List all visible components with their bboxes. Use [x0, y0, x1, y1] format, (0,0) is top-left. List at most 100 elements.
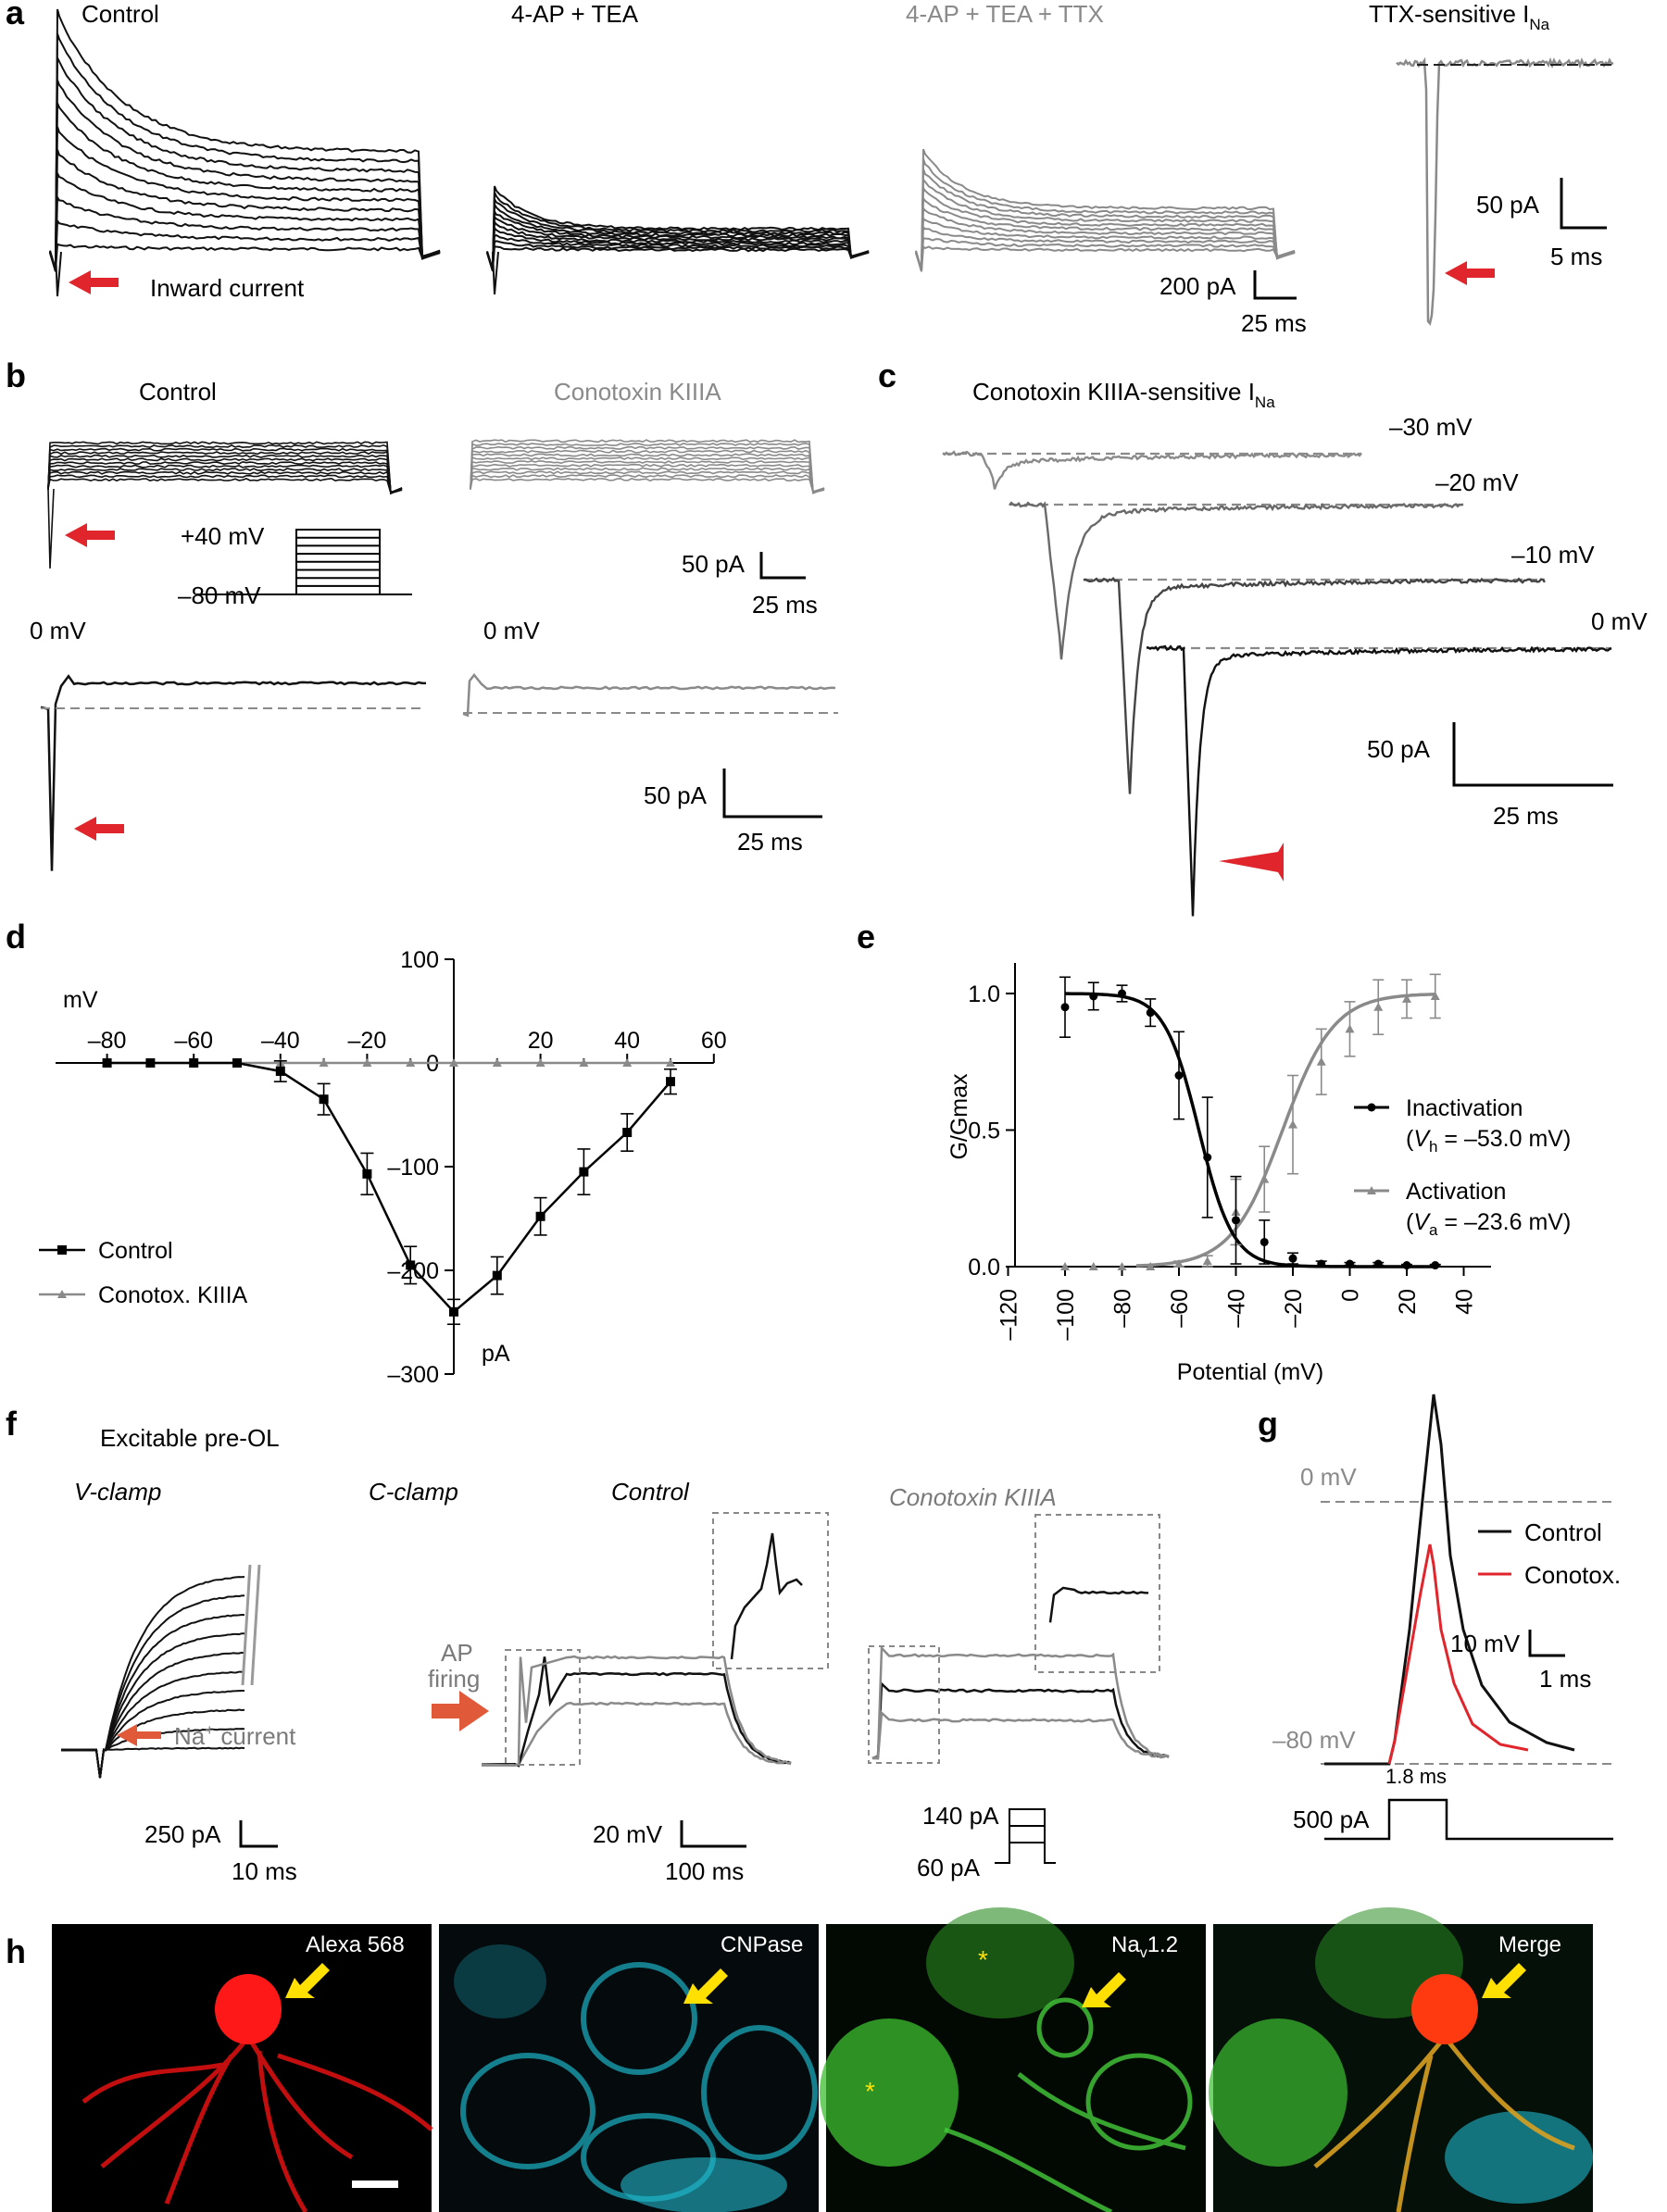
d-control-point [189, 1058, 199, 1068]
e-inactivation-point [1260, 1237, 1269, 1246]
d-control-point [145, 1058, 156, 1068]
e-xtick-label: –60 [1167, 1289, 1193, 1328]
b-family-trace [47, 451, 403, 494]
a-control-trace [49, 194, 441, 270]
d-control-point [362, 1168, 372, 1179]
a-control-trace [49, 243, 441, 271]
f-mode-cclamp: C-clamp [369, 1478, 458, 1506]
b-scale-50pa-2: 50 pA [644, 781, 708, 809]
b-family-trace [470, 449, 825, 494]
f-na-current: Na+ current [174, 1721, 296, 1750]
a-4ap-trace [486, 245, 870, 270]
e-inactivation-point [1060, 1003, 1070, 1012]
a-label-ttx-sensitive: TTX-sensitive INa [1369, 0, 1550, 33]
e-legend-inactivation: Inactivation [1406, 1095, 1523, 1121]
c-scale-25ms: 25 ms [1493, 802, 1559, 830]
d-conotox-point [622, 1058, 633, 1067]
f-scale-10ms: 10 ms [232, 1857, 297, 1885]
b-family-trace [470, 439, 825, 494]
e-inactivation-point [1118, 989, 1126, 998]
e-ytick-label: 1.0 [968, 981, 1000, 1007]
f-inset-control [730, 1532, 803, 1660]
a-ttx-trace [915, 158, 1296, 271]
c-trace [1083, 577, 1546, 794]
panel-h: Alexa 568 CNPase [52, 1907, 1593, 2212]
f-vclamp-break [241, 1564, 261, 1686]
d-conotox-point [319, 1058, 329, 1067]
d-conotox-point [362, 1058, 372, 1067]
a-scalebar-1: 200 pA 25 ms [1159, 270, 1307, 337]
d-control-point [102, 1058, 112, 1068]
h-scalebar [352, 2181, 398, 2188]
h-label-merge: Merge [1498, 1932, 1561, 1957]
b-red-arrow-1 [65, 523, 115, 547]
d-conotox-point [535, 1058, 545, 1067]
a-control-inward-spike [55, 251, 62, 297]
g-level-minus80: –80 mV [1272, 1726, 1356, 1754]
a-ttx-trace [915, 206, 1296, 272]
d-xtick-label: –20 [348, 1028, 387, 1054]
e-inactivation-point [1431, 1261, 1440, 1270]
d-control-point [579, 1167, 589, 1177]
a-trace-ttx-sensitive [1396, 56, 1614, 327]
h-image-cnpase: CNPase [439, 1924, 819, 2212]
e-inactivation-point [1288, 1254, 1297, 1263]
e-inactivation-point [1373, 1259, 1383, 1268]
b-scale-25ms-1: 25 ms [752, 591, 818, 619]
e-inactivation-point [1089, 992, 1098, 1001]
b-protocol-plus40: +40 mV [181, 522, 265, 550]
h-label-nav: Nav1.2 [1111, 1932, 1178, 1961]
a-label-control: Control [81, 0, 159, 28]
d-xtick-label: 60 [701, 1028, 727, 1054]
e-legend-act-marker [1367, 1186, 1376, 1194]
d-control-point [449, 1306, 458, 1317]
f-conotoxin-trace [871, 1644, 1170, 1759]
b-family-trace [470, 460, 825, 494]
d-control-point [275, 1066, 285, 1076]
f-scale-100ms: 100 ms [665, 1857, 744, 1885]
g-stim-500pa: 500 pA [1293, 1806, 1370, 1833]
d-legend-conotox-marker [57, 1290, 67, 1298]
b-label-control: Control [139, 378, 217, 406]
b-family-trace [470, 453, 825, 493]
a-ttx-trace [915, 177, 1296, 272]
b-control-inward-spike [47, 488, 55, 569]
b-family-trace [47, 441, 403, 495]
a-ttx-trace [915, 225, 1296, 272]
b-family-trace [470, 477, 825, 494]
c-label-minus30: –30 mV [1389, 413, 1473, 441]
f-firing-label: firing [428, 1665, 480, 1693]
f-current-steps [995, 1808, 1056, 1864]
e-activation-point [1202, 1256, 1212, 1266]
d-conotox-point [406, 1058, 416, 1067]
d-xunit: mV [63, 987, 98, 1013]
d-legend-control: Control [98, 1238, 173, 1264]
b-family-trace [47, 468, 403, 494]
f-ap-arrow [432, 1691, 489, 1731]
a-control-trace [49, 126, 441, 271]
e-xtick-label: 0 [1338, 1289, 1364, 1302]
e-fit-inactivation [1065, 992, 1435, 1268]
b-family-trace [47, 470, 403, 494]
e-activation-point [1316, 1056, 1326, 1066]
h-arrow-3 [1082, 1972, 1126, 2007]
a-scalebar-2: 50 pA 5 ms [1476, 178, 1607, 270]
a-scale-50pa: 50 pA [1476, 191, 1540, 219]
a-4ap-inward-spike [492, 251, 499, 295]
e-ylabel: G/Gmax [946, 1073, 972, 1160]
d-xtick-label: 20 [528, 1028, 554, 1054]
f-control-trace [482, 1701, 792, 1767]
g-legend-conotox: Conotox. [1524, 1561, 1621, 1589]
a-ttx-trace [915, 237, 1296, 270]
e-inactivation-point [1402, 1261, 1411, 1270]
panel-letter-f: f [6, 1405, 18, 1443]
c-label-0: 0 mV [1591, 607, 1648, 635]
d-xtick-label: –80 [88, 1028, 127, 1054]
h-star-2: * [865, 2077, 875, 2106]
panel-letter-h: h [6, 1932, 26, 1970]
a-4ap-trace [486, 226, 870, 271]
e-xtick-label: –120 [996, 1289, 1022, 1341]
g-level-0mv: 0 mV [1300, 1463, 1357, 1491]
f-vclamp-trace [60, 1670, 245, 1779]
c-trace [1146, 644, 1612, 917]
